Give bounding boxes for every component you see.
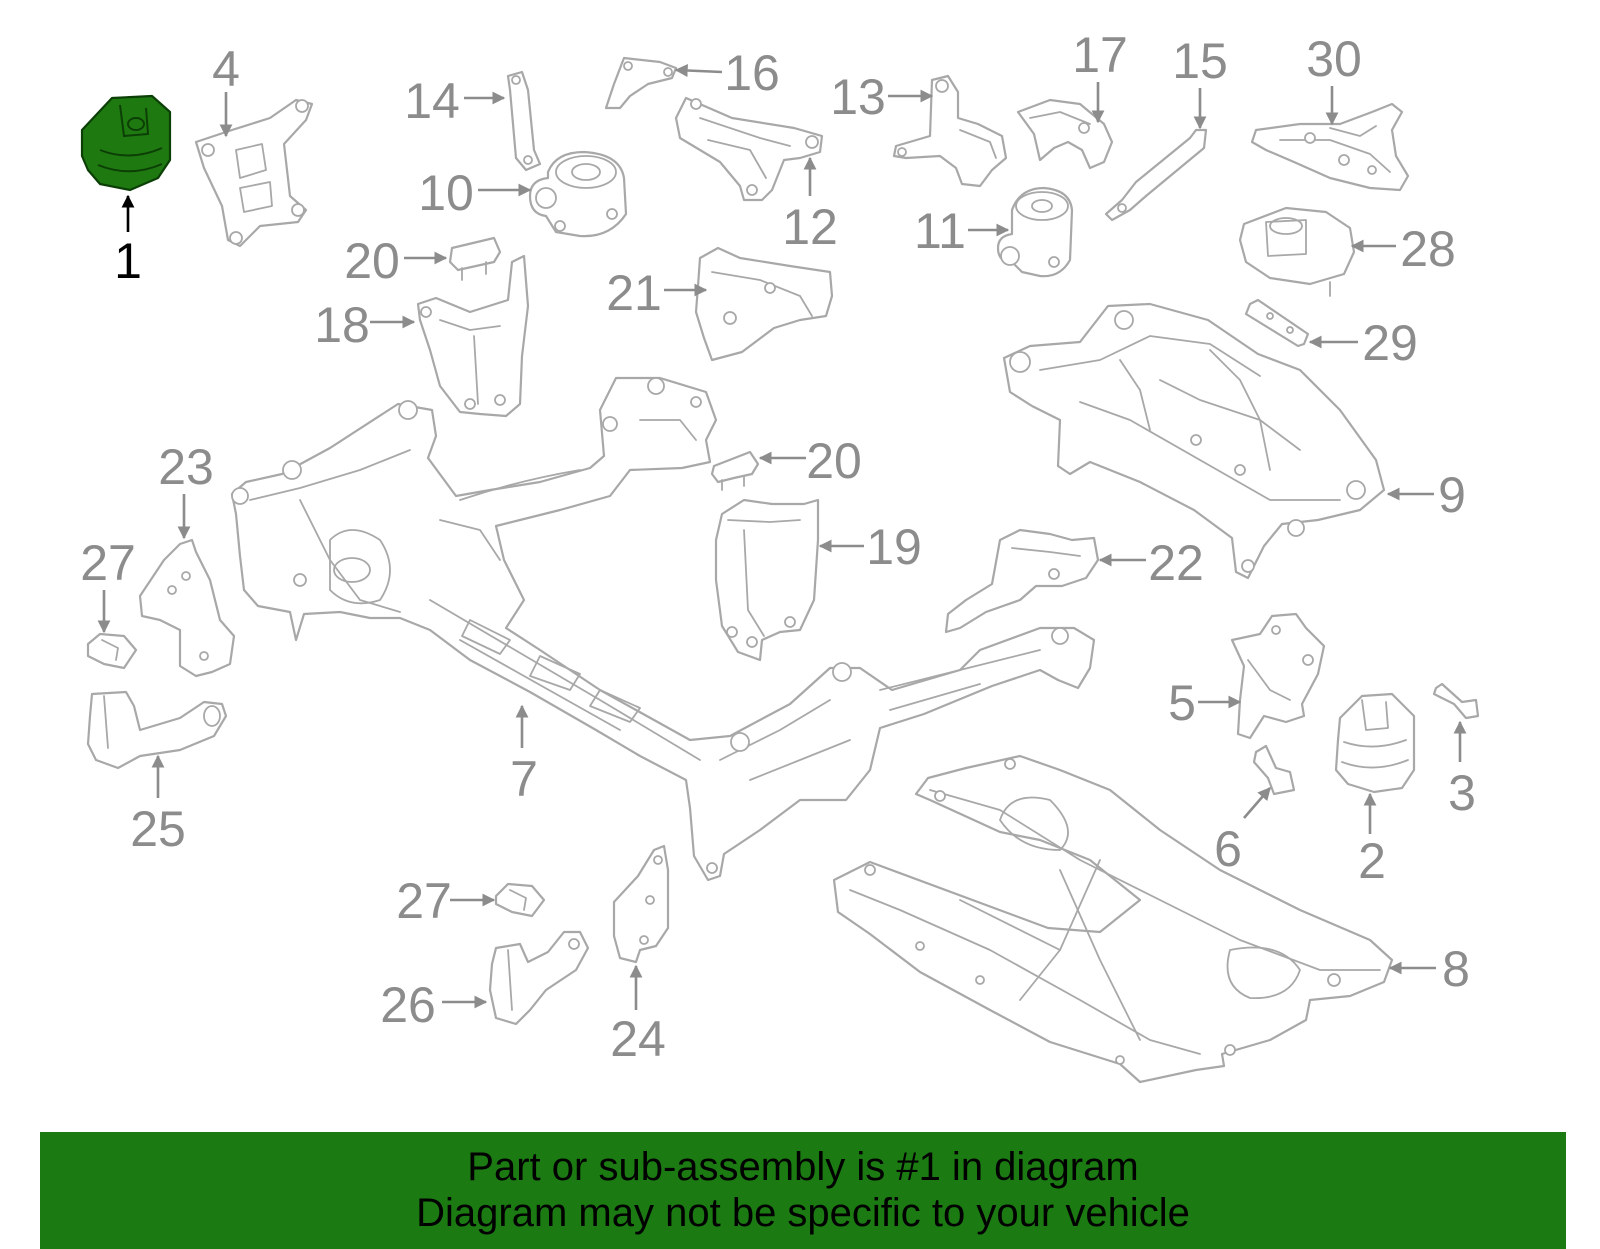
callout-7: 7 [510, 751, 538, 807]
part-3-bolt[interactable] [1432, 682, 1480, 720]
callout-9: 9 [1438, 467, 1466, 523]
callout-29: 29 [1362, 315, 1418, 371]
callout-5: 5 [1168, 675, 1196, 731]
part-23-bracket[interactable] [138, 538, 236, 678]
part-9-rear-subframe[interactable] [1002, 302, 1386, 580]
part-14-strut[interactable] [506, 70, 542, 172]
callout-23: 23 [158, 439, 214, 495]
leader-6 [1243, 787, 1271, 819]
callout-14: 14 [404, 73, 460, 129]
callout-30: 30 [1306, 31, 1362, 87]
callout-19: 19 [866, 519, 922, 575]
callout-4: 4 [212, 41, 240, 97]
info-banner: Part or sub-assembly is #1 in diagram Di… [40, 1132, 1566, 1249]
part-10-mount[interactable] [528, 150, 628, 238]
part-6-bolt[interactable] [1252, 744, 1296, 796]
part-20-bumper-lower[interactable] [710, 450, 760, 491]
part-13-bracket[interactable] [892, 74, 1008, 188]
part-21-heat-shield[interactable] [694, 246, 834, 362]
callout-15: 15 [1172, 33, 1228, 89]
part-8-crossmember[interactable] [832, 754, 1394, 1084]
part-24-bracket[interactable] [612, 844, 670, 964]
callout-21: 21 [606, 265, 662, 321]
callout-26: 26 [380, 977, 436, 1033]
part-19-shield[interactable] [714, 498, 820, 662]
banner-line-part: Part or sub-assembly is #1 in diagram [467, 1145, 1139, 1189]
callout-28: 28 [1400, 221, 1456, 277]
callout-20-upper: 20 [344, 233, 400, 289]
part-1-engine-mount[interactable] [80, 94, 172, 192]
part-15-strap[interactable] [1104, 128, 1208, 222]
callout-16: 16 [724, 45, 780, 101]
callout-8: 8 [1442, 941, 1470, 997]
part-4-bracket[interactable] [194, 98, 314, 248]
part-22-shield[interactable] [944, 528, 1100, 634]
part-25-bracket[interactable] [86, 690, 228, 770]
parts-diagram: 1 2 3 4 5 6 7 8 9 10 11 12 13 14 15 16 1… [80, 27, 1480, 1084]
callout-17: 17 [1072, 27, 1128, 83]
callout-10: 10 [418, 165, 474, 221]
callout-20-lower: 20 [806, 433, 862, 489]
part-17-heat-shield[interactable] [1016, 98, 1114, 170]
part-26-bracket[interactable] [488, 930, 590, 1026]
part-28-mount[interactable] [1238, 206, 1356, 297]
part-5-bracket[interactable] [1230, 612, 1326, 740]
callout-27-lower: 27 [396, 873, 452, 929]
banner-line-disclaimer: Diagram may not be specific to your vehi… [416, 1191, 1190, 1235]
part-29-plate[interactable] [1244, 298, 1310, 348]
part-11-mount[interactable] [996, 186, 1074, 278]
part-30-bracket[interactable] [1250, 102, 1410, 192]
callout-6: 6 [1214, 821, 1242, 877]
callout-22: 22 [1148, 535, 1204, 591]
part-20-bumper-upper[interactable] [448, 236, 502, 281]
callout-12: 12 [782, 199, 838, 255]
callout-3: 3 [1448, 765, 1476, 821]
callout-11: 11 [914, 203, 966, 259]
part-27-clip-upper[interactable] [86, 632, 138, 670]
callout-labels: 1 2 3 4 5 6 7 8 9 10 11 12 13 14 15 16 1… [80, 27, 1476, 1067]
callout-2: 2 [1358, 833, 1386, 889]
part-2-mount[interactable] [1334, 692, 1416, 794]
callout-25: 25 [130, 801, 186, 857]
callout-27-upper: 27 [80, 535, 136, 591]
leader-lines [97, 64, 1467, 1010]
part-12-bracket[interactable] [674, 96, 824, 202]
callout-18: 18 [314, 297, 370, 353]
leader-16 [674, 64, 723, 78]
part-18-bracket[interactable] [416, 254, 530, 418]
callout-1: 1 [114, 233, 142, 289]
part-16-bracket[interactable] [604, 56, 678, 110]
part-7-front-subframe[interactable] [230, 376, 1096, 882]
part-27-clip-lower[interactable] [494, 882, 546, 918]
callout-24: 24 [610, 1011, 666, 1067]
callout-13: 13 [830, 69, 886, 125]
